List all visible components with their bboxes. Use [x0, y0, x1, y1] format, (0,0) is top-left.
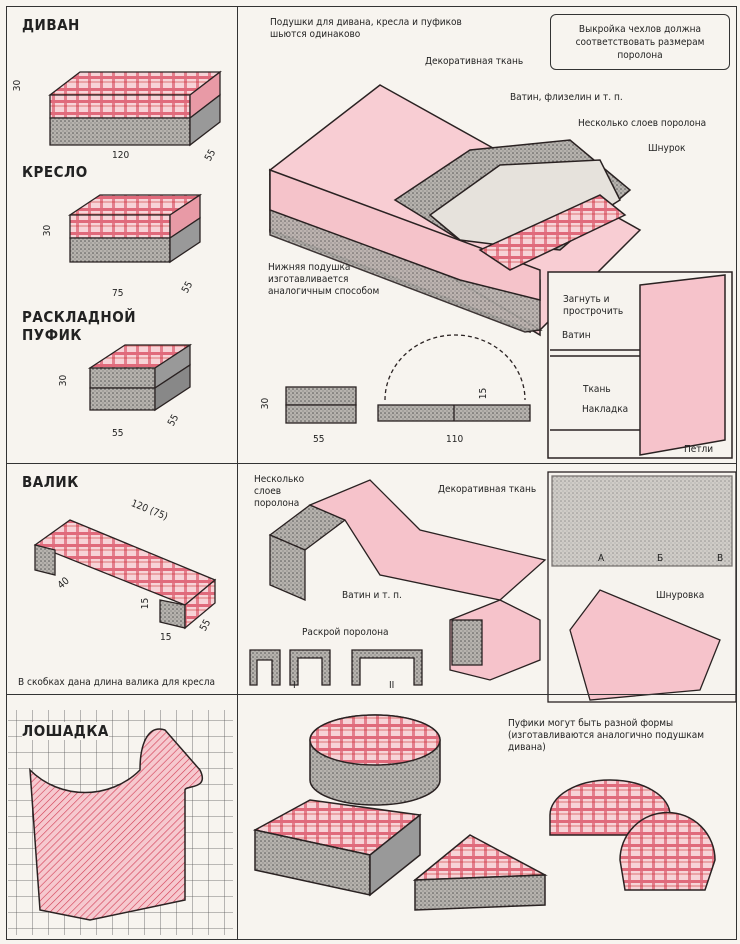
detail-fabric: Ткань: [583, 384, 611, 395]
panel-sofa: [6, 6, 238, 464]
cushion-dim-thickness: 15: [478, 387, 490, 400]
label-fabric: Декоративная ткань: [425, 56, 524, 67]
bolster-drawing: [33, 519, 217, 630]
cushion-cutaway-drawing: [268, 84, 642, 337]
cushion-seam-detail: [547, 271, 733, 459]
pattern-note: Выкройка чехлов должна соответствовать р…: [550, 14, 730, 70]
bd-batting: Ватин и т. п.: [342, 590, 402, 601]
panel-bolster-construction: [237, 463, 737, 695]
bd-step-a: А: [598, 553, 605, 564]
detail-loops: Петли: [684, 444, 714, 455]
bd-cut-i: I: [293, 680, 296, 691]
armchair-drawing: [67, 193, 203, 264]
armchair-height: 30: [42, 224, 54, 237]
sofa-length: 120: [112, 150, 130, 161]
sofa-drawing: [48, 70, 222, 147]
pouf-width: 55: [112, 428, 124, 439]
armchair-title: КРЕСЛО: [22, 163, 88, 181]
bolster-width: 15: [160, 632, 172, 643]
pouf-title: РАСКЛАДНОЙ ПУФИК: [22, 308, 136, 344]
cushion-dim-height: 30: [260, 397, 272, 410]
bolster-construction-drawing: [249, 471, 737, 703]
bd-lacing: Шнуровка: [656, 590, 705, 601]
armchair-length: 75: [112, 288, 124, 299]
cushion-dim-unfolded: 110: [446, 434, 464, 445]
bolster-title: ВАЛИК: [22, 473, 79, 491]
bd-fabric: Декоративная ткань: [438, 484, 537, 495]
poufs-caption: Пуфики могут быть разной формы (изготавл…: [508, 718, 705, 753]
horse-title: ЛОШАДКА: [22, 722, 109, 740]
bd-cut-ii: II: [389, 680, 395, 691]
detail-fold: Загнуть и прострочить: [563, 294, 624, 317]
pouf-shapes-drawing: [252, 714, 716, 911]
panel-poufs: [237, 694, 737, 940]
label-foam: Несколько слоев поролона: [578, 118, 707, 129]
bd-step-b: Б: [657, 553, 664, 564]
detail-batting: Ватин: [562, 330, 591, 341]
label-lower-cushion: Нижняя подушка изготавливается аналогичн…: [268, 262, 380, 297]
sofa-title: ДИВАН: [22, 16, 80, 34]
pouf-drawing: [87, 343, 193, 412]
detail-overlay: Накладка: [582, 404, 629, 415]
panel-bolster: [6, 463, 238, 695]
sofa-height: 30: [12, 79, 24, 92]
label-batting: Ватин, флизелин и т. п.: [510, 92, 623, 103]
label-cord: Шнурок: [648, 143, 686, 154]
cushion-dim-width: 55: [313, 434, 325, 445]
bd-step-c: В: [717, 553, 724, 564]
cushion-intro: Подушки для дивана, кресла и пуфиков шью…: [270, 17, 462, 40]
cushion-dimension-views: [285, 334, 531, 424]
pouf-height: 30: [58, 374, 70, 387]
bolster-caption: В скобках дана длина валика для кресла: [18, 677, 215, 688]
bd-cut: Раскрой поролона: [302, 627, 389, 638]
bolster-height: 15: [140, 597, 152, 610]
horse-pattern: [29, 728, 203, 921]
bd-foam: Несколько слоев поролона: [254, 474, 305, 509]
